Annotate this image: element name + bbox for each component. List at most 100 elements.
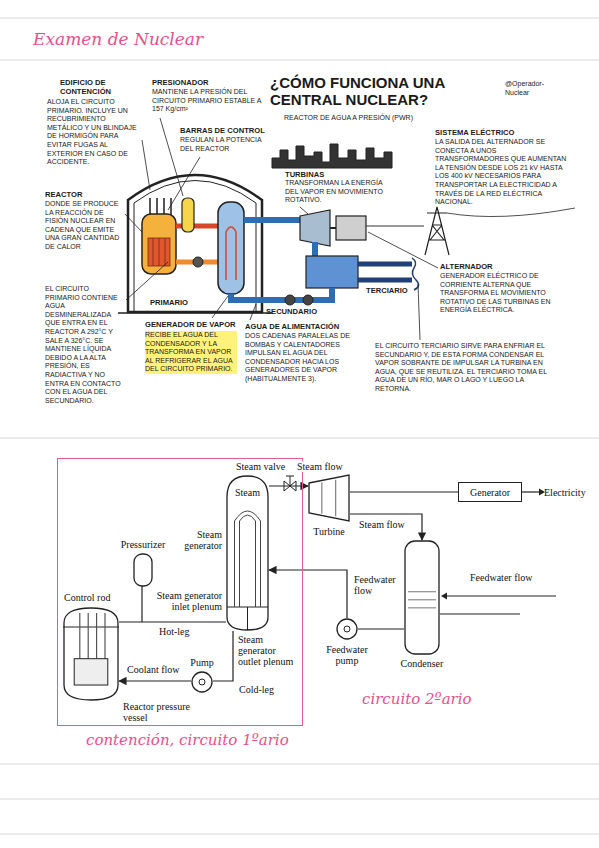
callout-text: LA SALIDA DEL ALTERNADOR SE CONECTA A UN… [435, 138, 567, 207]
pipe-connector [358, 628, 404, 629]
callout-text: TRANSFORMAN LA ENERGÍA DEL VAPOR EN MOVI… [285, 179, 395, 205]
path-shape [244, 217, 300, 223]
line-shape [142, 140, 150, 190]
condenser: Condenser [404, 540, 440, 655]
line-shape [0, 834, 599, 835]
callout-heading: ALTERNADOR [440, 262, 520, 271]
turbine: Turbine [308, 474, 350, 522]
line-shape [408, 591, 436, 592]
circle-shape [337, 619, 357, 639]
line-shape [368, 232, 438, 268]
rect-shape [142, 214, 176, 274]
line-shape [408, 599, 436, 600]
pipe-connector [269, 570, 347, 618]
turbine-outline [308, 474, 350, 522]
path-shape [358, 264, 412, 280]
line-shape [88, 613, 89, 659]
callout-heading: AGUA DE ALIMENTACIÓN [245, 322, 363, 331]
part-label: Reactor pressure vessel [123, 701, 195, 723]
callout-text: DONDE SE PRODUCE LA REACCIÓN DE FISIÓN N… [45, 200, 123, 252]
part-label: Electricity [544, 487, 586, 498]
callout-text: EL CIRCUITO PRIMARIO CONTIENE AGUA DESMI… [45, 285, 125, 405]
part-label: Steam generator [170, 529, 222, 551]
path-shape [134, 181, 256, 313]
line-shape [408, 607, 436, 608]
path-shape [227, 476, 268, 630]
pressurizer: Pressurizer [133, 553, 153, 587]
part-label: Steam generator inlet plenum [148, 590, 222, 612]
polygon-shape [309, 475, 349, 521]
pump-outline [191, 671, 213, 693]
line-shape [168, 157, 200, 210]
vessel-outline [63, 607, 119, 701]
callout-text: RECIBE EL AGUA DEL CONDENSADOR Y LA TRAN… [145, 331, 237, 374]
line-shape [335, 480, 336, 517]
callout-text: MANTIENE LA PRESIÓN DEL CIRCUITO PRIMARI… [152, 88, 264, 114]
line-shape [247, 607, 248, 630]
part-label: Feedwater pump [317, 644, 377, 666]
rect-shape [218, 202, 244, 294]
line-shape [104, 613, 105, 659]
rect-shape [148, 238, 170, 266]
line-shape [0, 60, 599, 61]
callout-text: REGULAN LA POTENCIA DEL REACTOR [180, 136, 266, 153]
rect-shape [182, 198, 194, 232]
path-shape [240, 515, 256, 607]
callout-heading: TERCIARIO [366, 286, 416, 295]
callout-heading: PRIMARIO [150, 298, 200, 307]
rect-shape [74, 659, 108, 685]
line-shape [300, 207, 308, 214]
path-shape [272, 144, 392, 168]
page-title: Examen de Nuclear [33, 30, 203, 48]
line-shape [165, 238, 166, 266]
cond-outline [404, 540, 440, 655]
pipe-connector [119, 680, 191, 681]
node-heading: Steam [235, 487, 260, 498]
part-label: Turbine [302, 526, 356, 537]
part-label: Feedwater flow [470, 572, 550, 583]
line-shape [125, 214, 142, 232]
path-shape [425, 207, 449, 255]
handwritten-note: contención, circuito 1ºario [86, 731, 318, 749]
callout-heading: GENERADOR DE VAPOR [145, 320, 240, 329]
line-shape [63, 627, 119, 628]
callout-heading: PRESIONADOR [152, 78, 262, 87]
callout-text: DOS CADENAS PARALELAS DE BOMBAS Y CALENT… [245, 332, 363, 384]
flow-label: Steam flow [296, 461, 344, 472]
line-shape [522, 491, 540, 492]
line-shape [321, 482, 322, 513]
line-shape [79, 613, 80, 659]
part-label: Pressurizer [109, 539, 177, 550]
steam-generator: SteamSteam generator [226, 475, 269, 631]
callout-heading: SISTEMA ELÉCTRICO [435, 128, 565, 137]
g-shape [125, 118, 438, 340]
line-shape [160, 118, 183, 196]
infographic-title: ¿CÓMO FUNCIONA UNA CENTRAL NUCLEAR? [270, 74, 475, 108]
callout-heading: EDIFICIO DE CONTENCIÓN [60, 78, 145, 96]
rect-shape [134, 554, 152, 586]
line-shape [0, 438, 599, 439]
path-shape [312, 242, 318, 256]
flow-label: Hot-leg [158, 626, 191, 637]
path-shape [64, 608, 118, 700]
rect-shape [336, 216, 366, 240]
rect-shape [405, 541, 439, 654]
callout-heading: REACTOR [45, 190, 115, 199]
handwritten-note: circuito 2ºario [362, 690, 472, 708]
polygon-shape [441, 593, 447, 600]
path-shape [235, 511, 261, 607]
line-shape [153, 238, 154, 266]
circle-shape [192, 672, 212, 692]
path-shape [226, 227, 236, 280]
line-shape [418, 284, 420, 340]
callout-text: EL CIRCUITO TERCIARIO SIRVE PARA ENFRIAR… [375, 342, 547, 394]
line-shape [0, 18, 599, 19]
part-label: Generator [470, 487, 510, 498]
callout-heading: BARRAS DE CONTROL [180, 126, 270, 135]
line-shape [118, 312, 272, 314]
subtitle: REACTOR DE AGUA A PRESIÓN (PWR) [284, 114, 444, 122]
line-shape [440, 613, 520, 614]
line-shape [159, 238, 160, 266]
flow-label: Coolant flow [126, 664, 181, 675]
